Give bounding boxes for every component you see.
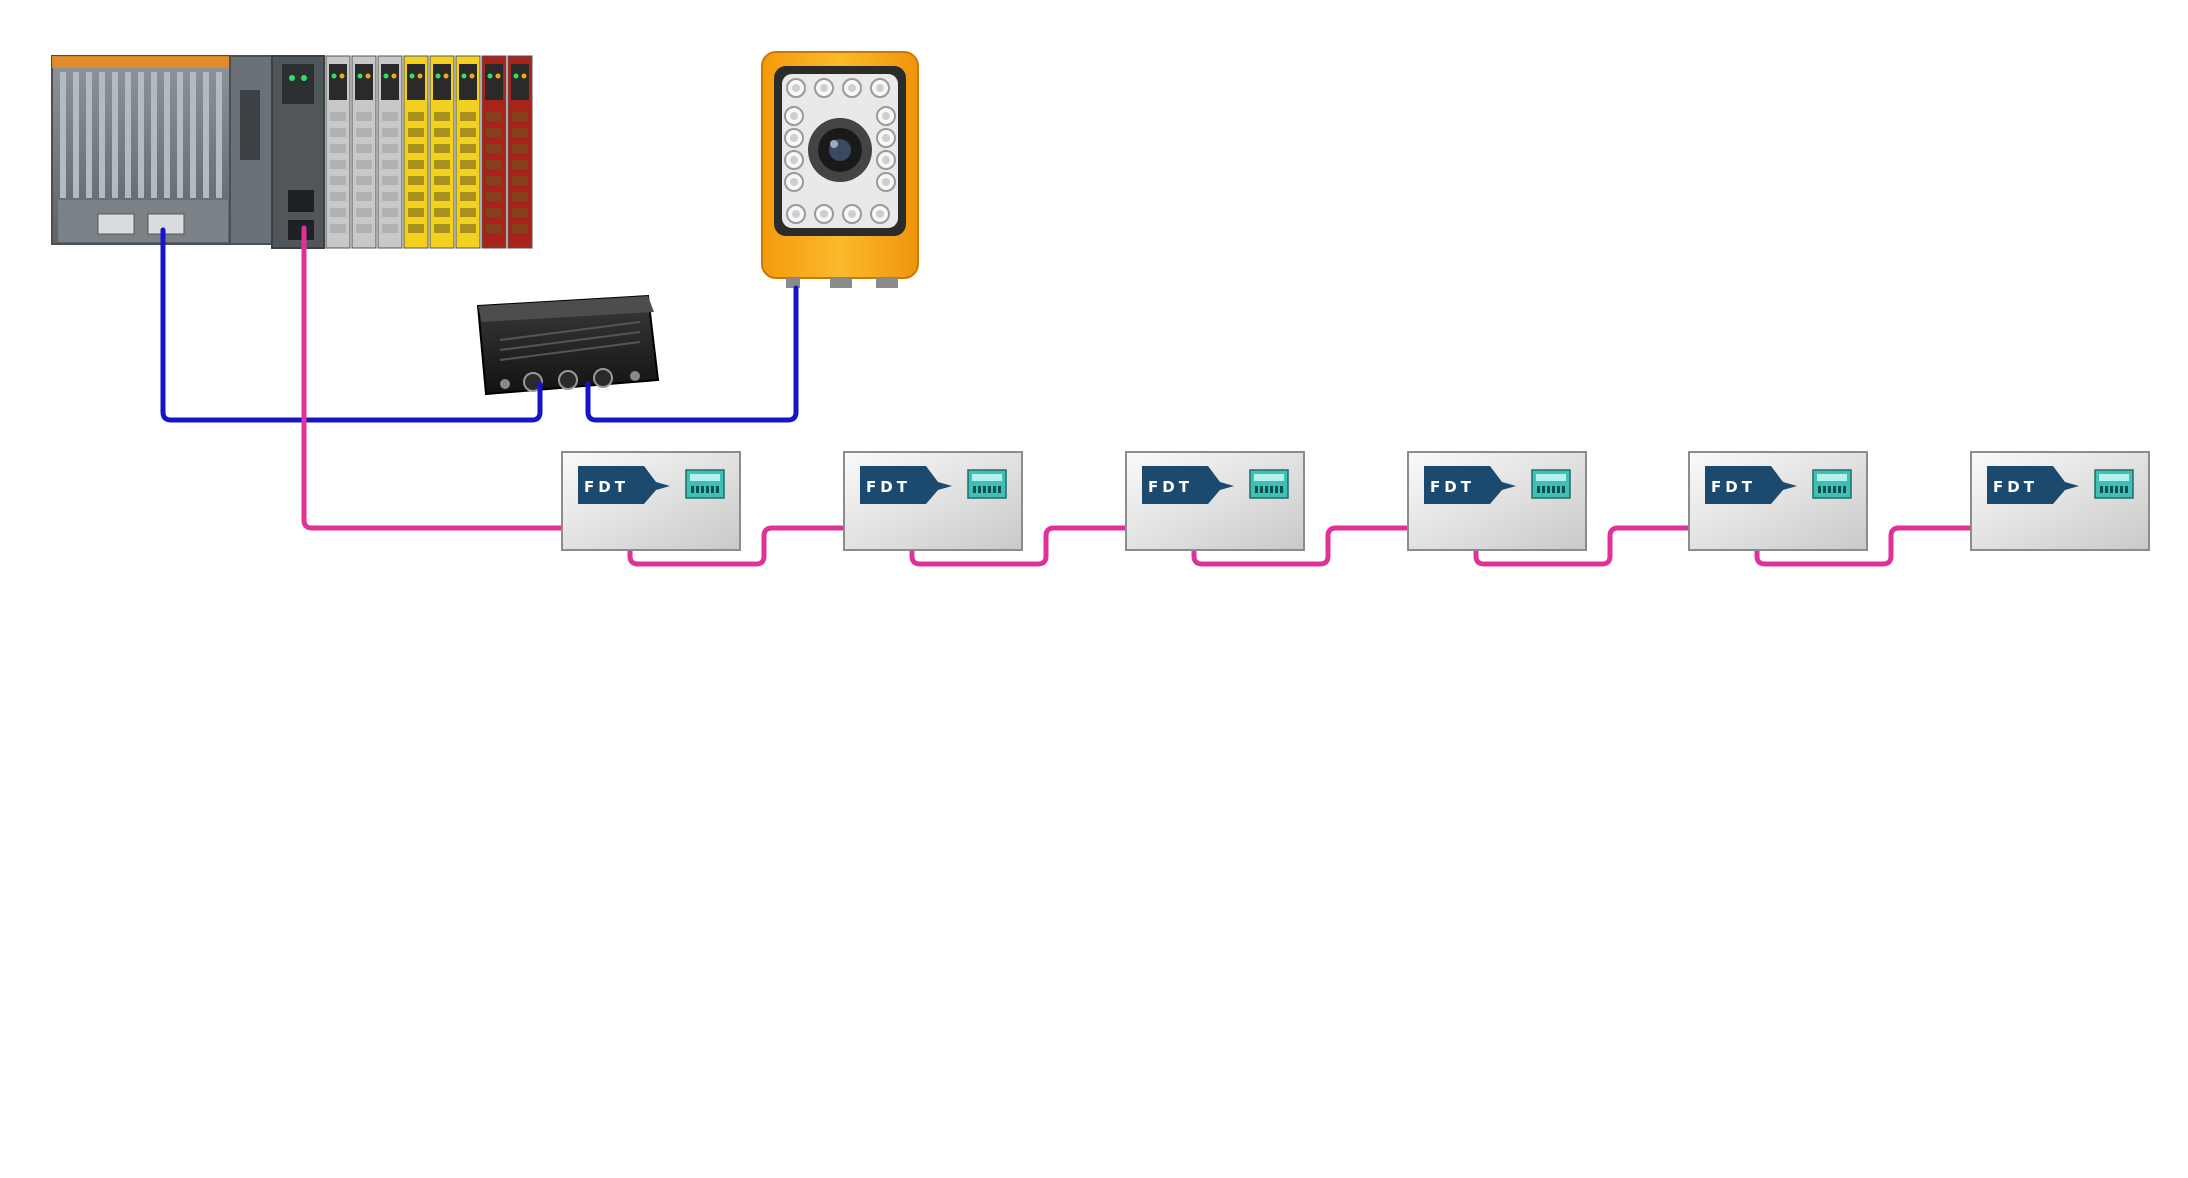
io-module-icon — [1249, 469, 1289, 499]
io-module-icon — [967, 469, 1007, 499]
fdt-device[interactable]: FDT — [843, 451, 1023, 551]
cable-line — [585, 285, 799, 423]
fdt-device-row: FDT FDT FDT FDT FDT FDT — [561, 451, 2150, 551]
fdt-logo-text: FDT — [866, 478, 911, 496]
fdt-logo-text: FDT — [584, 478, 629, 496]
io-module — [403, 55, 429, 249]
smart-camera-icon — [761, 51, 919, 288]
fdt-device[interactable]: FDT — [1125, 451, 1305, 551]
plc-rack-icon — [51, 55, 533, 249]
io-module-icon — [1812, 469, 1852, 499]
cable-line — [1754, 525, 2012, 567]
network-switch[interactable] — [476, 294, 660, 396]
fdt-logo-icon: FDT — [1705, 466, 1797, 504]
cable-line — [160, 227, 543, 423]
fdt-logo-icon: FDT — [1987, 466, 2079, 504]
cable-line — [909, 525, 1167, 567]
io-module — [377, 55, 403, 249]
io-module-icon — [2094, 469, 2134, 499]
fdt-logo-text: FDT — [1711, 478, 1756, 496]
fdt-logo-icon: FDT — [1142, 466, 1234, 504]
cables — [160, 225, 2012, 567]
fdt-device[interactable]: FDT — [561, 451, 741, 551]
cable-line — [627, 525, 885, 567]
io-module — [507, 55, 533, 249]
fdt-device[interactable]: FDT — [1407, 451, 1587, 551]
io-module — [325, 55, 351, 249]
fdt-logo-text: FDT — [1148, 478, 1193, 496]
cable-line — [1191, 525, 1449, 567]
fdt-logo-icon: FDT — [1424, 466, 1516, 504]
io-module — [481, 55, 507, 249]
io-module — [351, 55, 377, 249]
cable-line — [1473, 525, 1730, 567]
fdt-logo-icon: FDT — [860, 466, 952, 504]
io-module-icon — [685, 469, 725, 499]
ethernet-switch-icon — [476, 294, 660, 396]
smart-camera[interactable] — [761, 51, 919, 288]
fdt-logo-icon: FDT — [578, 466, 670, 504]
fdt-logo-text: FDT — [1430, 478, 1475, 496]
io-module — [455, 55, 481, 249]
plc-rack[interactable] — [51, 55, 533, 249]
fdt-device[interactable]: FDT — [1688, 451, 1868, 551]
cable-line — [301, 225, 603, 531]
fdt-device[interactable]: FDT — [1970, 451, 2150, 551]
fdt-logo-text: FDT — [1993, 478, 2038, 496]
io-module-icon — [1531, 469, 1571, 499]
io-module — [429, 55, 455, 249]
